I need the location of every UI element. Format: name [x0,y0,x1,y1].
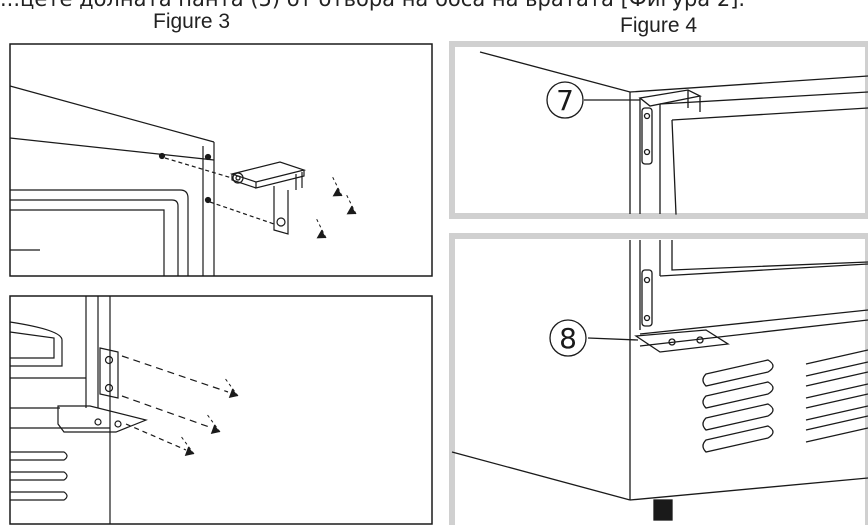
figure3-bottom-panel [9,295,433,525]
figure4-top-panel [449,41,868,219]
svg-text:8: 8 [559,322,577,355]
cut-off-caption-text: ...цете долната панта (5) от отвора на б… [0,0,868,11]
callout-8: 8 [549,319,587,357]
callout-7: 7 [546,81,584,119]
svg-text:7: 7 [556,84,574,117]
figure3-title: Figure 3 [153,10,231,33]
figure4-bottom-panel [449,233,868,525]
figure3-top-panel [9,43,433,277]
figure4-title: Figure 4 [620,14,698,37]
